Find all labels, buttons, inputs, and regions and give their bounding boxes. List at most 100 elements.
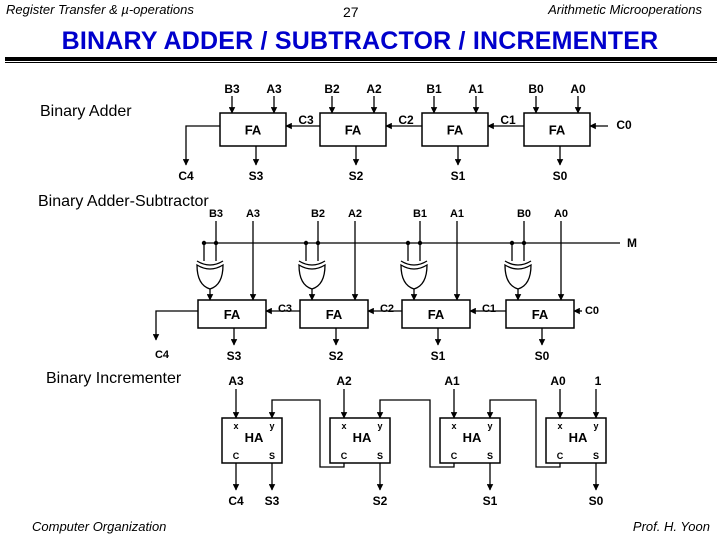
wire [268, 399, 345, 468]
adder-sum-output: S0 [553, 169, 568, 183]
block-label: HA [463, 430, 482, 445]
addsub-input-b: B2 [311, 208, 325, 220]
port-s-label: S [269, 451, 275, 461]
page-number: 27 [343, 4, 359, 20]
block-label: FA [326, 307, 343, 322]
port-y-label: y [377, 421, 382, 431]
xor-gate [504, 260, 532, 290]
incrementer-sum-output: S1 [483, 494, 498, 508]
addsub-sum-output: S0 [535, 349, 550, 363]
adder-block [219, 112, 287, 147]
adder-block [319, 112, 387, 147]
block-label: HA [353, 430, 372, 445]
incrementer-input-a: A1 [444, 374, 460, 388]
addsub-carry-label: C3 [278, 303, 292, 315]
adder-carry-label: C1 [500, 113, 516, 127]
port-c-label: C [233, 451, 240, 461]
junction-dot [213, 240, 219, 246]
header-topic: Register Transfer & µ-operations [6, 2, 194, 17]
junction-dot [303, 240, 309, 246]
junction-dot [405, 240, 411, 246]
adder-input-a: A0 [570, 82, 586, 96]
addsub-sum-output: S2 [329, 349, 344, 363]
addsub-carry-out: C4 [155, 349, 170, 361]
adder-carry-label: C2 [398, 113, 414, 127]
incrementer-sum-output: S3 [265, 494, 280, 508]
port-y-label: y [269, 421, 274, 431]
adder-input-a: A2 [366, 82, 382, 96]
footer-course: Computer Organization [32, 519, 167, 534]
addsub-carry-label: C2 [380, 303, 394, 315]
adder-input-b: B2 [324, 82, 340, 96]
adder-block [197, 299, 267, 329]
section-label-adder-subtractor: Binary Adder-Subtractor [38, 193, 209, 210]
junction-dot [315, 240, 321, 246]
port-c-label: C [451, 451, 458, 461]
port-x-label: x [451, 421, 456, 431]
header-chapter: Arithmetic Microoperations [548, 2, 702, 17]
port-x-label: x [557, 421, 562, 431]
half-adder-block [221, 417, 283, 464]
incrementer-input-a: A3 [228, 374, 244, 388]
incrementer-input-a: A0 [550, 374, 566, 388]
xor-gate [196, 260, 224, 290]
addsub-input-b: B3 [209, 208, 223, 220]
addsub-input-a: A0 [554, 208, 568, 220]
port-x-label: x [341, 421, 346, 431]
port-s-label: S [377, 451, 383, 461]
adder-sum-output: S2 [349, 169, 364, 183]
xor-input-curve [298, 260, 326, 266]
adder-carry-out: C4 [178, 169, 194, 183]
addsub-input-a: A1 [450, 208, 464, 220]
xor-body [298, 263, 326, 290]
junction-dot [509, 240, 515, 246]
adder-sum-output: S1 [451, 169, 466, 183]
wire [376, 399, 455, 468]
half-adder-block [439, 417, 501, 464]
addsub-sum-output: S1 [431, 349, 446, 363]
adder-input-a: A3 [266, 82, 282, 96]
half-adder-block [329, 417, 391, 464]
adder-block [401, 299, 471, 329]
section-label-adder: Binary Adder [40, 103, 132, 120]
addsub-input-a: A3 [246, 208, 260, 220]
incrementer-carry-out: C4 [228, 494, 244, 508]
xor-body [400, 263, 428, 290]
adder-block [299, 299, 369, 329]
xor-gate [400, 260, 428, 290]
addsub-input-a: A2 [348, 208, 362, 220]
addsub-carry-label: C1 [482, 303, 496, 315]
adder-carry-in: C0 [616, 118, 632, 132]
adder-input-b: B0 [528, 82, 544, 96]
wire [182, 125, 220, 166]
addsub-carry-in: C0 [585, 305, 599, 317]
addsub-input-b: B0 [517, 208, 531, 220]
block-label: FA [428, 307, 445, 322]
footer-author: Prof. H. Yoon [632, 519, 710, 534]
page-title: BINARY ADDER / SUBTRACTOR / INCREMENTER [61, 27, 659, 55]
incrementer-sum-output: S0 [589, 494, 604, 508]
xor-input-curve [400, 260, 428, 266]
adder-sum-output: S3 [249, 169, 264, 183]
incrementer-constant-one: 1 [595, 374, 602, 388]
port-c-label: C [341, 451, 348, 461]
xor-input-curve [504, 260, 532, 266]
addsub-sum-output: S3 [227, 349, 242, 363]
block-label: FA [345, 123, 362, 138]
adder-block [421, 112, 489, 147]
junction-dot [417, 240, 423, 246]
port-y-label: y [487, 421, 492, 431]
wire [152, 310, 198, 341]
half-adder-block [545, 417, 607, 464]
mode-input-label: M [627, 236, 637, 250]
title-rule [5, 57, 717, 61]
block-label: FA [532, 307, 549, 322]
xor-body [196, 263, 224, 290]
block-label: FA [549, 123, 566, 138]
title-rule-thin [5, 62, 717, 63]
xor-input-curve [196, 260, 224, 266]
